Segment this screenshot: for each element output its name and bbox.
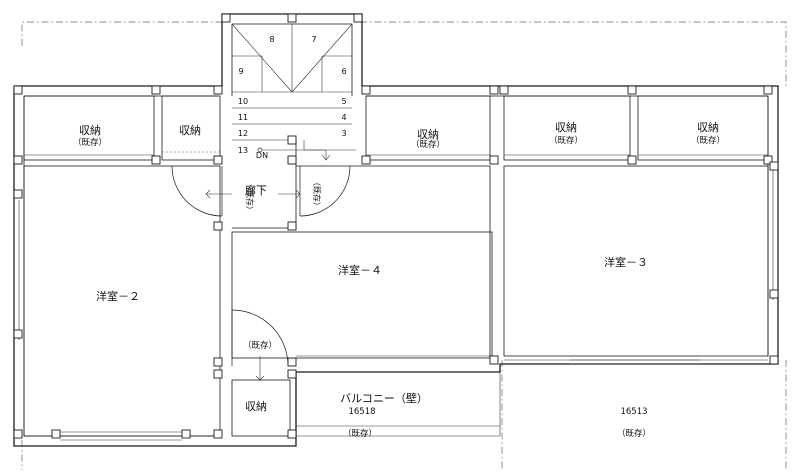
existing-door-label: （既存） xyxy=(243,340,277,351)
storage-label-3: 収納 xyxy=(417,128,439,141)
existing-label-1: （既存） xyxy=(73,137,107,148)
door-swings xyxy=(171,165,351,381)
code-right: 16513 xyxy=(620,407,647,417)
stair xyxy=(231,23,356,161)
balcony-label: バルコニー（壁） xyxy=(340,391,428,405)
storage-label-2: 収納 xyxy=(179,124,201,137)
step-5: 5 xyxy=(341,97,346,106)
existing-right-label: （既存） xyxy=(617,428,651,439)
reference-lines xyxy=(21,21,787,470)
top-storage-partitions xyxy=(23,95,769,161)
exterior-walls xyxy=(13,13,779,447)
hall-label: 廊下 xyxy=(245,183,267,197)
code-left: 16518 xyxy=(348,407,375,417)
step-6: 6 xyxy=(341,67,346,76)
existing-label-3: （既存） xyxy=(411,139,445,150)
step-4: 4 xyxy=(341,113,346,122)
existing-hall-right: （既存） xyxy=(312,178,322,210)
storage-label-5: 収納 xyxy=(697,121,719,134)
step-9: 9 xyxy=(238,67,243,76)
existing-hall-left: （既存） xyxy=(245,182,255,214)
step-3: 3 xyxy=(341,129,346,138)
storage-label-4: 収納 xyxy=(555,121,577,134)
room2-label: 洋室－２ xyxy=(96,289,140,303)
existing-label-4: （既存） xyxy=(549,135,583,146)
room3-label: 洋室－３ xyxy=(604,255,648,269)
step-11: 11 xyxy=(238,113,248,122)
window-marks xyxy=(13,166,779,365)
stair-direction: DN xyxy=(256,151,268,160)
columns xyxy=(13,13,779,439)
existing-balcony-label: （既存） xyxy=(343,428,377,439)
step-12: 12 xyxy=(238,129,248,138)
storage-label-6: 収納 xyxy=(245,400,267,413)
existing-label-5: （既存） xyxy=(691,135,725,146)
step-7: 7 xyxy=(311,35,316,44)
stair-step-numbers: 3 4 5 6 7 8 9 10 11 12 13 DN xyxy=(238,35,347,160)
step-10: 10 xyxy=(238,97,248,106)
storage-label-1: 収納 xyxy=(79,124,101,137)
room4-label: 洋室－４ xyxy=(338,263,382,277)
step-8: 8 xyxy=(269,35,274,44)
step-13: 13 xyxy=(238,146,248,155)
